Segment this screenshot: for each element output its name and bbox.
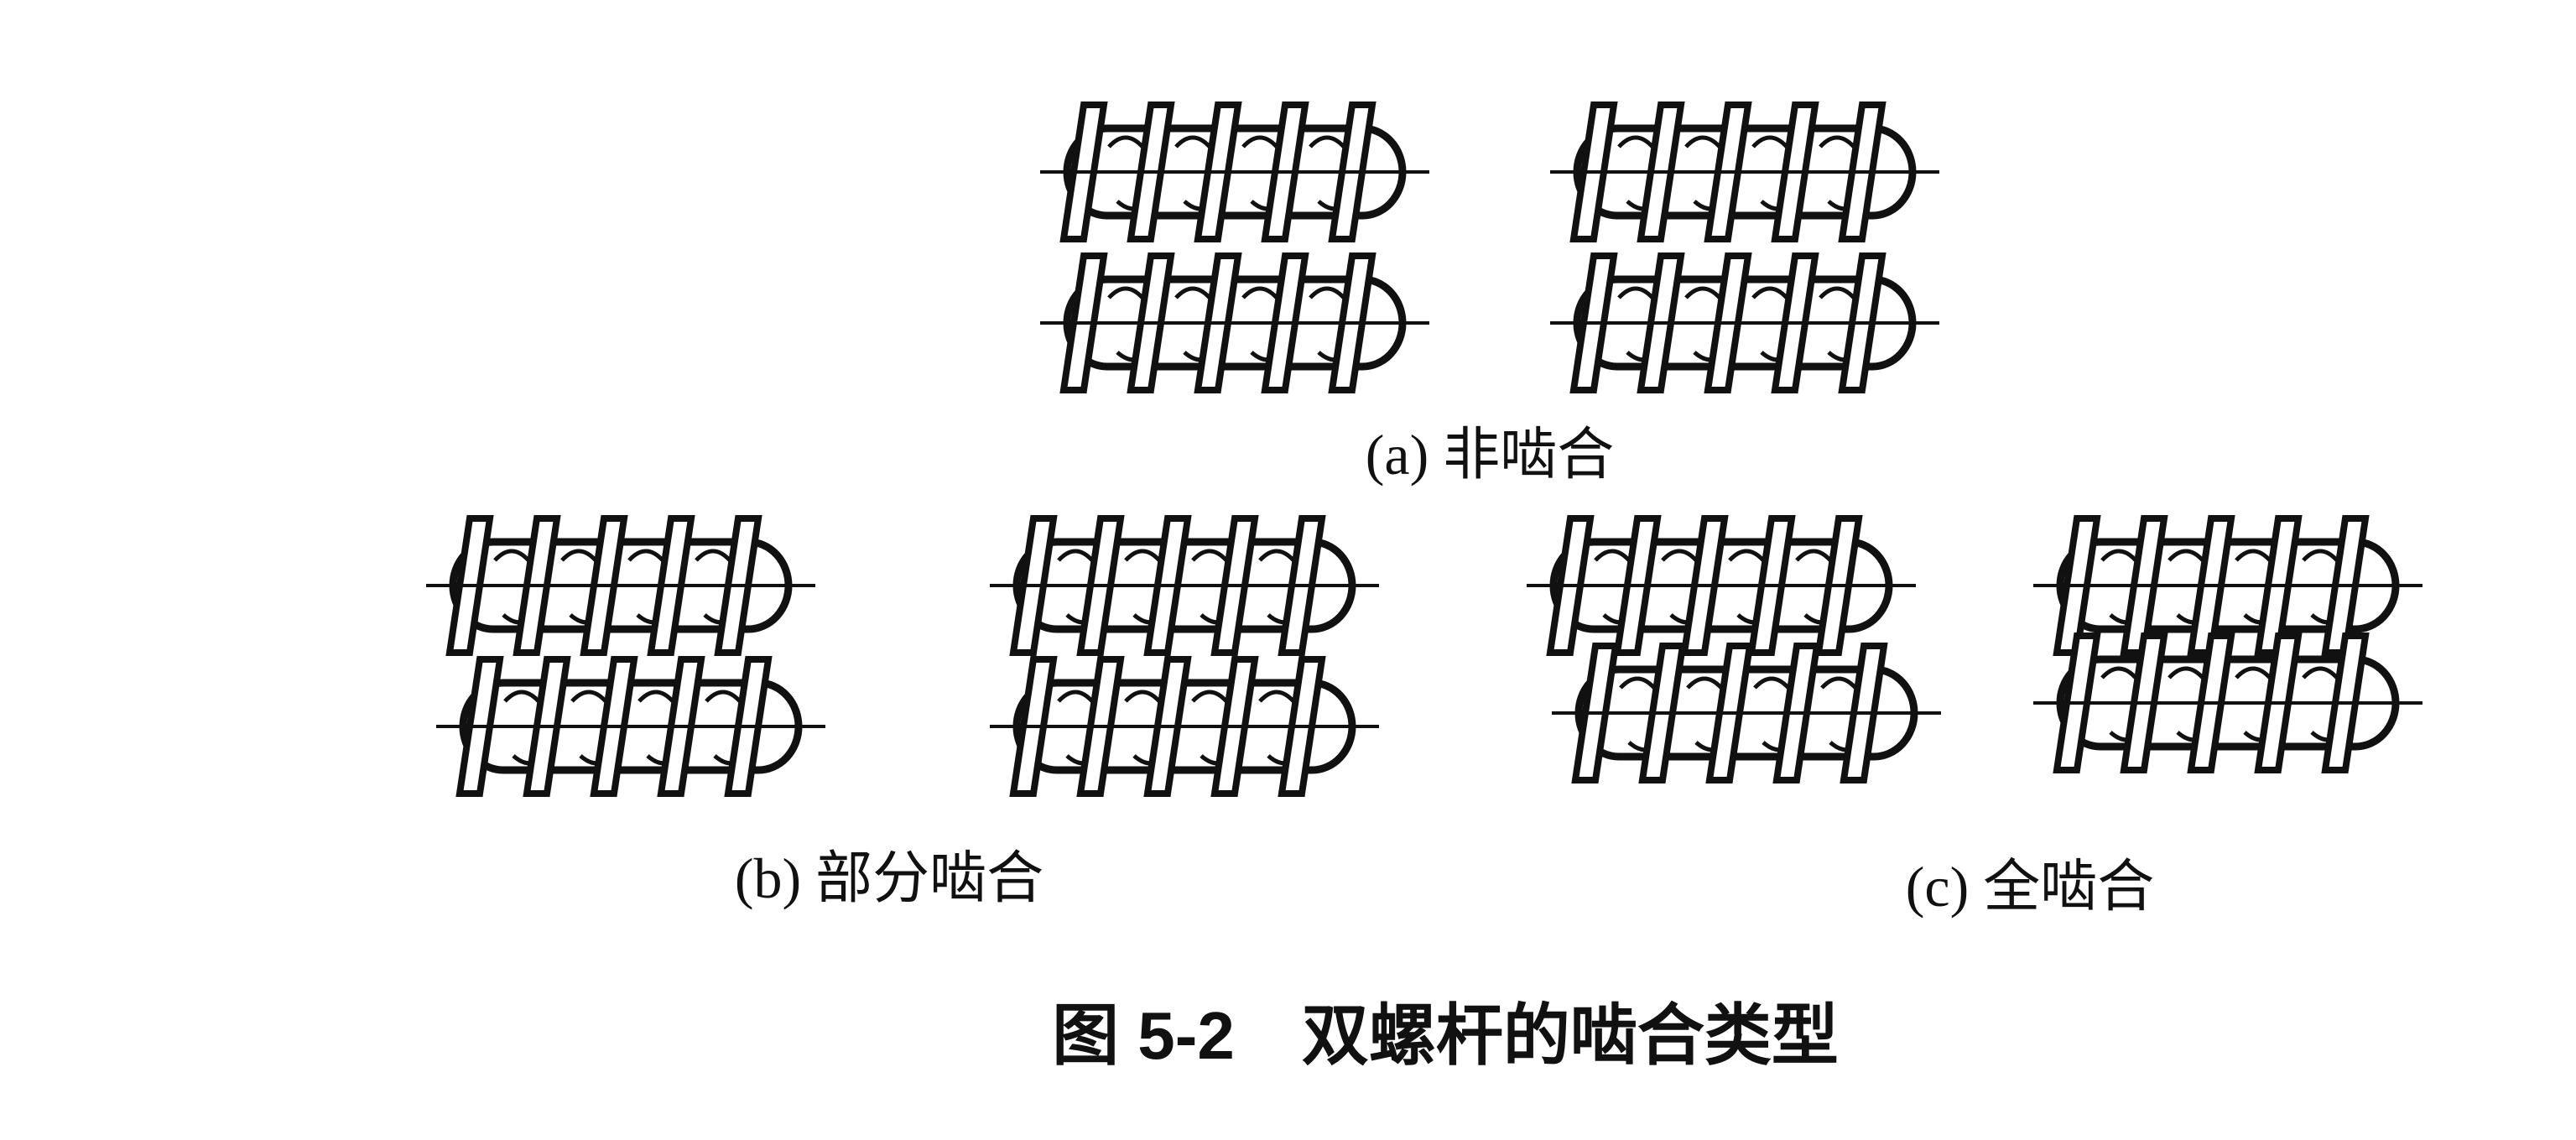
panel-a-left-screw-pair bbox=[1040, 105, 1429, 390]
panel-b-right-screw-pair bbox=[990, 518, 1379, 794]
panel-a-caption: (a) 非啮合 bbox=[1366, 423, 1614, 487]
panel-c-right-screw-pair bbox=[2033, 518, 2422, 770]
panel-c-caption: (c) 全啮合 bbox=[1906, 855, 2154, 919]
panel-c-left-screw-pair bbox=[1527, 518, 1941, 780]
panel-a-right-screw-pair bbox=[1550, 105, 1939, 390]
panel-b-caption: (b) 部分啮合 bbox=[735, 846, 1043, 910]
panel-b-left-screw-pair bbox=[426, 518, 825, 794]
figure-caption: 图 5-2 双螺杆的啮合类型 bbox=[1052, 998, 1839, 1073]
